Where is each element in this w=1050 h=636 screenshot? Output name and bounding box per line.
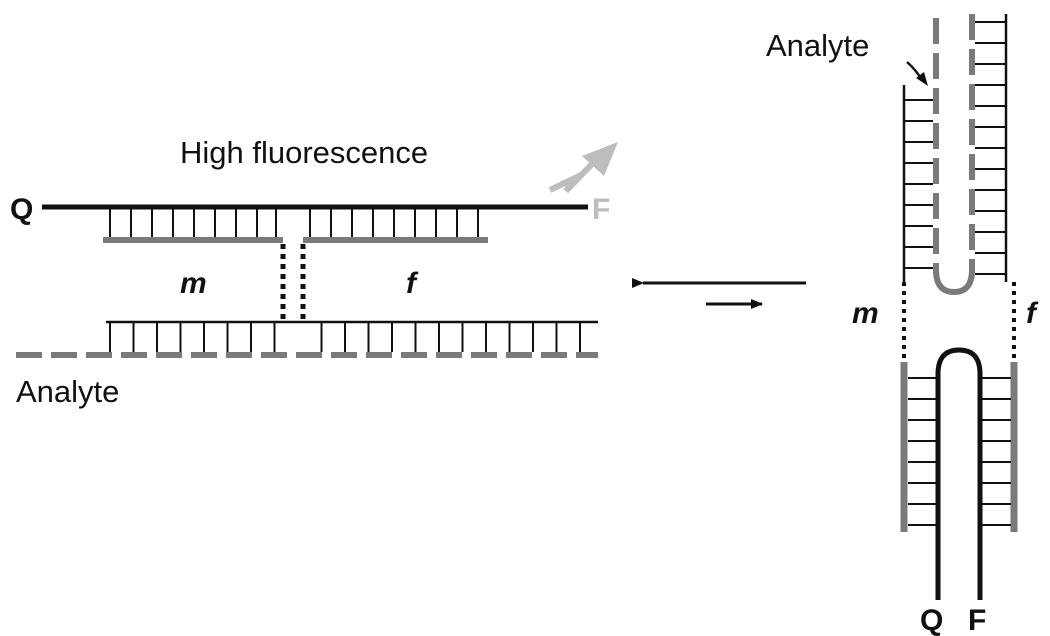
quencher-label-left: Q bbox=[10, 193, 33, 226]
segment-f-label-left: f bbox=[406, 267, 419, 300]
fluorophore-label-left: F bbox=[592, 193, 610, 226]
fluorophore-label-right: F bbox=[968, 604, 986, 636]
base-pairs-lower bbox=[908, 377, 1011, 526]
lightning-arrow-icon bbox=[548, 142, 618, 194]
segment-m-label-left: m bbox=[180, 267, 207, 300]
analyte-label-right: Analyte bbox=[766, 28, 869, 63]
base-pairs-upper-left bbox=[904, 99, 933, 269]
segment-m-label-right: m bbox=[852, 297, 879, 330]
analyte-loop bbox=[933, 269, 975, 296]
base-pairs-upper-right bbox=[975, 21, 1006, 275]
open-complex: High fluorescence Q F m f Analyte bbox=[10, 135, 618, 409]
high-fluorescence-label: High fluorescence bbox=[180, 135, 428, 170]
hairpin-complex: Analyte m f Q F bbox=[766, 14, 1039, 636]
equilibrium-arrows-icon bbox=[632, 278, 806, 309]
analyte-label-left: Analyte bbox=[16, 374, 119, 409]
base-pairs-top bbox=[109, 209, 479, 237]
hairpin-loop bbox=[935, 347, 983, 600]
segment-f-label-right: f bbox=[1026, 297, 1039, 330]
base-pairs-bottom bbox=[109, 323, 581, 352]
quencher-label-right: Q bbox=[920, 604, 943, 636]
